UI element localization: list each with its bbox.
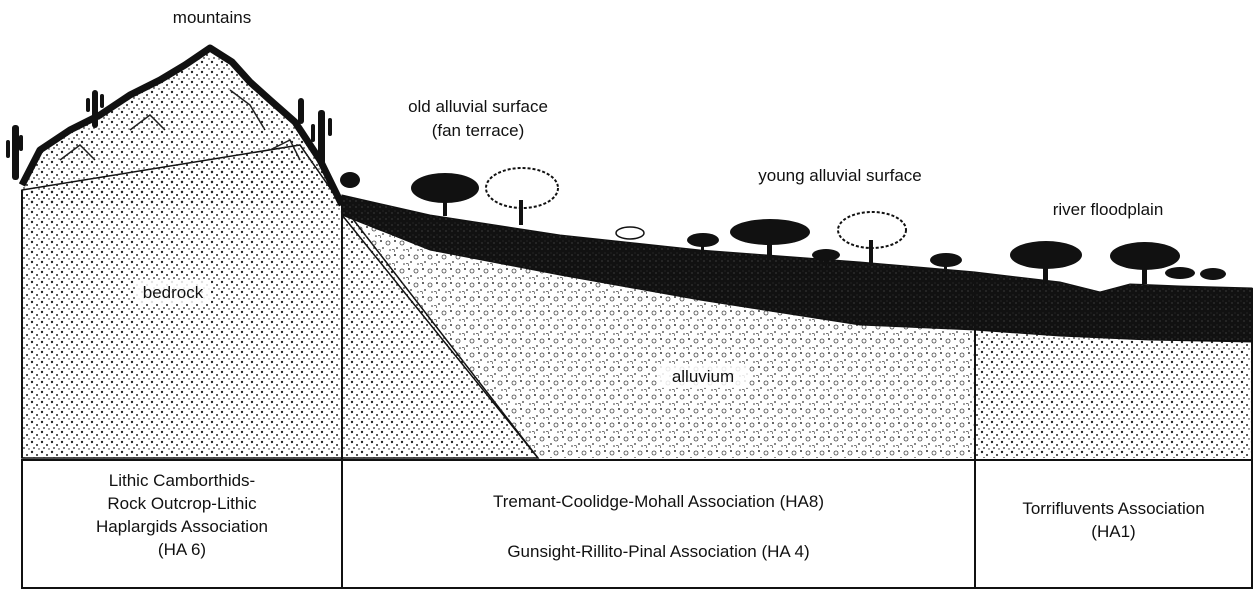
floodplain-topsoil (975, 272, 1252, 342)
association-ha1-line-1: Torrifluvents Association (977, 497, 1250, 520)
association-ha6-line-4: (HA 6) (24, 538, 340, 561)
label-mountains: mountains (173, 8, 251, 27)
label-alluvium: alluvium (672, 367, 734, 386)
association-ha6-line-1: Lithic Camborthids- (24, 469, 340, 492)
label-river-floodplain: river floodplain (1053, 200, 1164, 219)
tree-icon (411, 173, 479, 216)
tree-outline-icon (486, 168, 558, 225)
association-ha6-line-2: Rock Outcrop-Lithic (24, 492, 340, 515)
tree-icon (1110, 242, 1180, 284)
floodplain-deposit (975, 330, 1252, 458)
association-ha6: Lithic Camborthids- Rock Outcrop-Lithic … (24, 469, 340, 561)
association-ha8: Tremant-Coolidge-Mohall Association (HA8… (344, 488, 973, 516)
tree-outline-icon (838, 212, 906, 265)
association-ha4: Gunsight-Rillito-Pinal Association (HA 4… (344, 538, 973, 566)
label-young-alluvial-surface: young alluvial surface (758, 166, 921, 185)
label-bedrock: bedrock (143, 283, 204, 302)
association-middle: Tremant-Coolidge-Mohall Association (HA8… (344, 488, 973, 566)
tree-icon (1165, 267, 1226, 280)
association-ha1: Torrifluvents Association (HA1) (977, 497, 1250, 543)
label-fan-terrace: (fan terrace) (432, 121, 525, 140)
association-ha1-line-2: (HA1) (977, 520, 1250, 543)
shrub-icon (616, 227, 644, 239)
shrub-icon (340, 172, 360, 188)
label-old-alluvial-surface: old alluvial surface (408, 97, 548, 116)
association-ha6-line-3: Haplargids Association (24, 515, 340, 538)
cactus-icon (6, 125, 23, 180)
